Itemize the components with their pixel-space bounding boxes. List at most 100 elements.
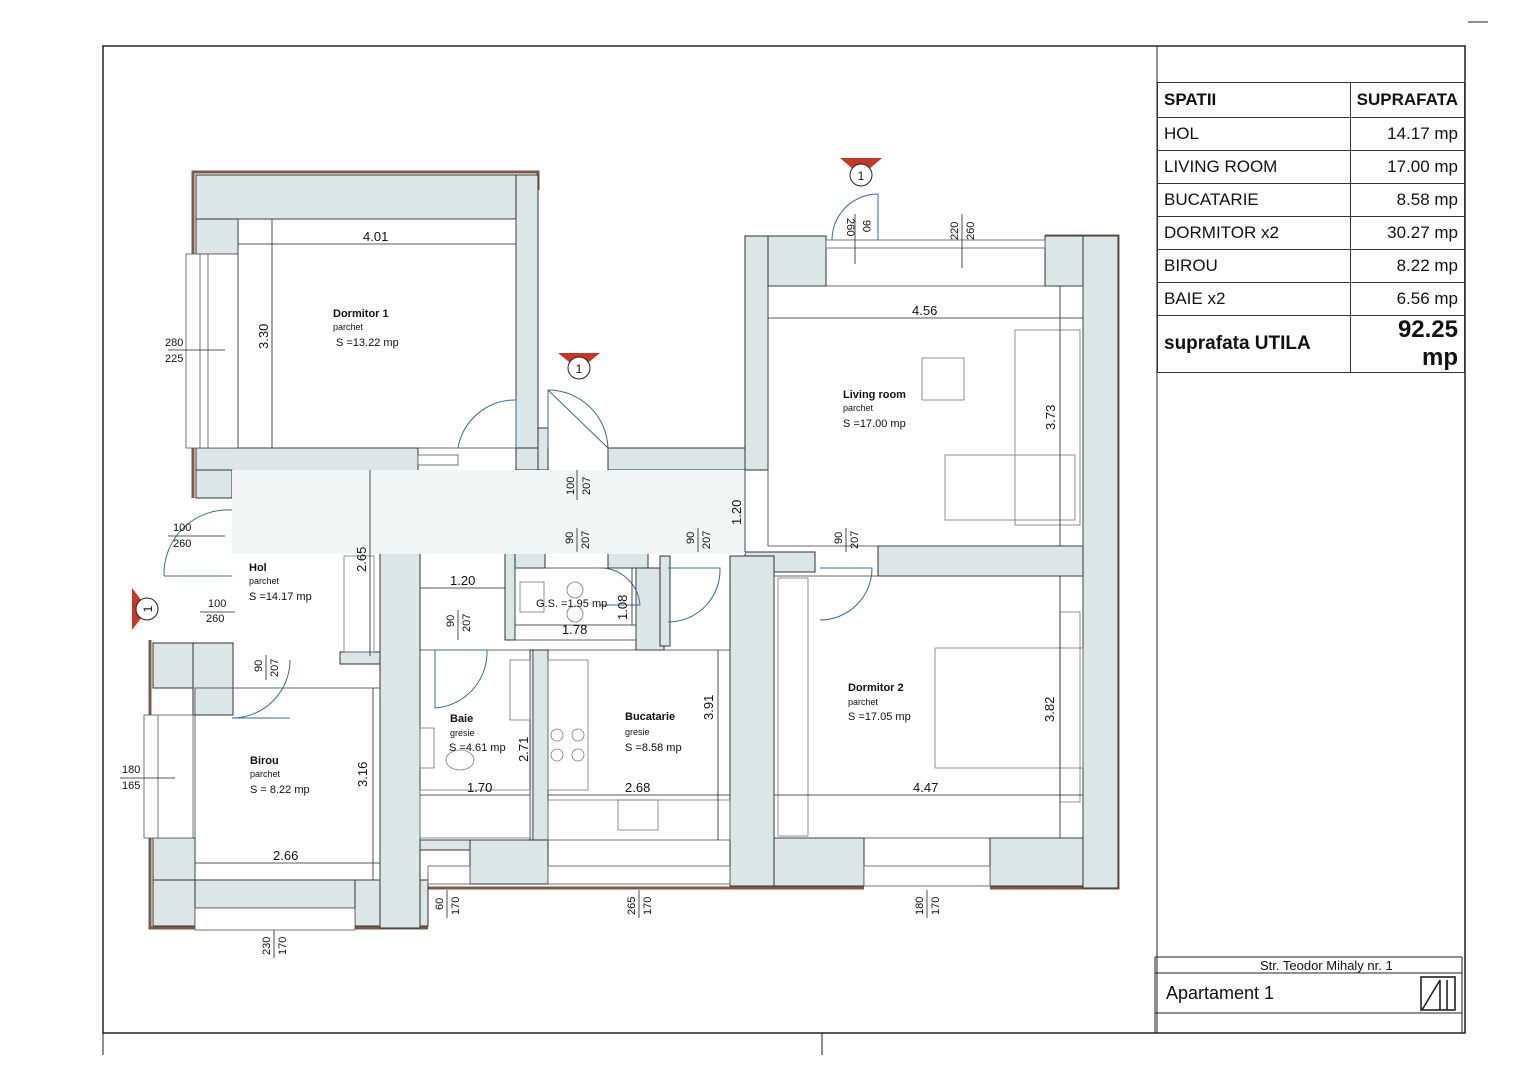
room-area: S =4.61 mp [449, 742, 506, 754]
window-170-c: 170 [930, 897, 942, 915]
dim-120-vertical: 1.20 [729, 500, 744, 525]
room-area: S =17.05 mp [848, 711, 911, 723]
doors [163, 193, 879, 719]
legend-total-value: 92.25 mp [1349, 315, 1466, 373]
dim-268: 2.68 [625, 780, 650, 795]
legend-row-label: DORMITOR x2 [1157, 216, 1351, 250]
section-marker-left-label: 1 [141, 605, 155, 612]
door-207-c: 207 [701, 531, 713, 549]
legend-row-label: BIROU [1157, 249, 1351, 283]
opening-top-260: 260 [844, 218, 856, 236]
room-area: S = 8.22 mp [250, 784, 310, 796]
door-90-c: 90 [833, 532, 845, 544]
legend-row-value: 8.58 mp [1349, 183, 1466, 217]
legend-row: DORMITOR x2 30.27 mp [1157, 216, 1466, 250]
logo-icon [1420, 976, 1456, 1011]
dim-391: 3.91 [701, 695, 716, 720]
door-90-e: 90 [253, 660, 265, 672]
legend-total-row: suprafata UTILA 92.25 mp [1157, 315, 1466, 373]
legend-row-value: 14.17 mp [1349, 117, 1466, 151]
room-finish: parchet [333, 322, 364, 332]
legend-row-value: 8.22 mp [1349, 249, 1466, 283]
dimension-labels: 4.01 3.30 4.56 3.73 1.20 2.65 1.20 1.78 … [256, 229, 1058, 863]
room-label-hol: Hol parchet S =14.17 mp [249, 562, 312, 603]
room-finish: parchet [250, 769, 281, 779]
opening-100-b: 100 [208, 598, 226, 610]
door-100: 100 [565, 477, 577, 495]
opening-top-90: 90 [860, 220, 872, 232]
door-207-a: 207 [581, 477, 593, 495]
window-230: 230 [261, 937, 273, 955]
legend-row-value: 17.00 mp [1349, 150, 1466, 184]
dimension-lines [120, 214, 1083, 958]
door-207-f: 207 [269, 659, 281, 677]
project-address: Str. Teodor Mihaly nr. 1 [1260, 958, 1393, 973]
window-170-a: 170 [450, 897, 462, 915]
legend-row-label: HOL [1157, 117, 1351, 151]
opening-260-b: 260 [206, 613, 224, 625]
legend-total-label: suprafata UTILA [1157, 315, 1351, 373]
window-60: 60 [434, 898, 446, 910]
opening-top-220: 220 [949, 222, 961, 240]
dim-456: 4.56 [912, 303, 937, 318]
apartment-title: Apartament 1 [1166, 983, 1275, 1003]
dim-447: 4.47 [913, 780, 938, 795]
door-207-e: 207 [461, 614, 473, 632]
door-207-d: 207 [849, 531, 861, 549]
door-207-b: 207 [580, 531, 592, 549]
room-finish: gresie [625, 727, 650, 737]
legend-row-value: 30.27 mp [1349, 216, 1466, 250]
legend-row: BAIE x2 6.56 mp [1157, 282, 1466, 316]
windows [143, 239, 1046, 931]
legend-header-row: SPATII SUPRAFATA [1157, 82, 1466, 118]
room-label-baie: Baie gresie S =4.61 mp [449, 713, 506, 754]
room-label-bucatarie: Bucatarie gresie S =8.58 mp [625, 711, 682, 754]
room-area: S =13.22 mp [336, 337, 399, 349]
room-name: Dormitor 1 [333, 308, 389, 320]
room-finish: parchet [843, 403, 874, 413]
section-marker-top-label: 1 [858, 169, 865, 183]
legend-row-label: BUCATARIE [1157, 183, 1351, 217]
section-marker-left: 1 [132, 588, 159, 630]
legend-row: BIROU 8.22 mp [1157, 249, 1466, 283]
dim-266: 2.66 [273, 848, 298, 863]
room-name: Baie [450, 713, 473, 725]
dim-382: 3.82 [1042, 697, 1057, 722]
dim-265: 2.65 [354, 547, 369, 572]
dim-170: 1.70 [467, 780, 492, 795]
dim-120-horizontal: 1.20 [450, 573, 475, 588]
dim-316: 3.16 [355, 762, 370, 787]
legend-header-spaces: SPATII [1157, 82, 1351, 118]
opening-top-260-b: 260 [965, 222, 977, 240]
room-area: S =14.17 mp [249, 591, 312, 603]
opening-225: 225 [165, 353, 183, 365]
room-finish: parchet [249, 576, 280, 586]
section-marker-top: 1 [840, 158, 882, 187]
legend-row-value: 6.56 mp [1349, 282, 1466, 316]
window-170-b: 170 [642, 897, 654, 915]
room-label-birou: Birou parchet S = 8.22 mp [250, 755, 310, 796]
room-name: Dormitor 2 [848, 682, 904, 694]
opening-280: 280 [165, 337, 183, 349]
legend-row: BUCATARIE 8.58 mp [1157, 183, 1466, 217]
room-name: Bucatarie [625, 711, 675, 723]
room-area: S =8.58 mp [625, 742, 682, 754]
dim-373: 3.73 [1043, 405, 1058, 430]
room-name: Birou [250, 755, 279, 767]
room-label-dormitor-1: Dormitor 1 parchet S =13.22 mp [333, 308, 399, 349]
legend-row: HOL 14.17 mp [1157, 117, 1466, 151]
opening-180-a: 180 [122, 764, 140, 776]
legend-row-label: BAIE x2 [1157, 282, 1351, 316]
hol-floor [232, 470, 745, 554]
room-finish: gresie [450, 728, 475, 738]
dim-401: 4.01 [363, 229, 388, 244]
room-label-gs: G.S. =1.95 mp [536, 598, 607, 610]
room-finish: parchet [848, 697, 879, 707]
room-name: Living room [843, 389, 906, 401]
opening-165: 165 [122, 780, 140, 792]
window-170-d: 170 [277, 937, 289, 955]
opening-260-a: 260 [173, 538, 191, 550]
dim-271: 2.71 [516, 737, 531, 762]
room-name: Hol [249, 562, 267, 574]
